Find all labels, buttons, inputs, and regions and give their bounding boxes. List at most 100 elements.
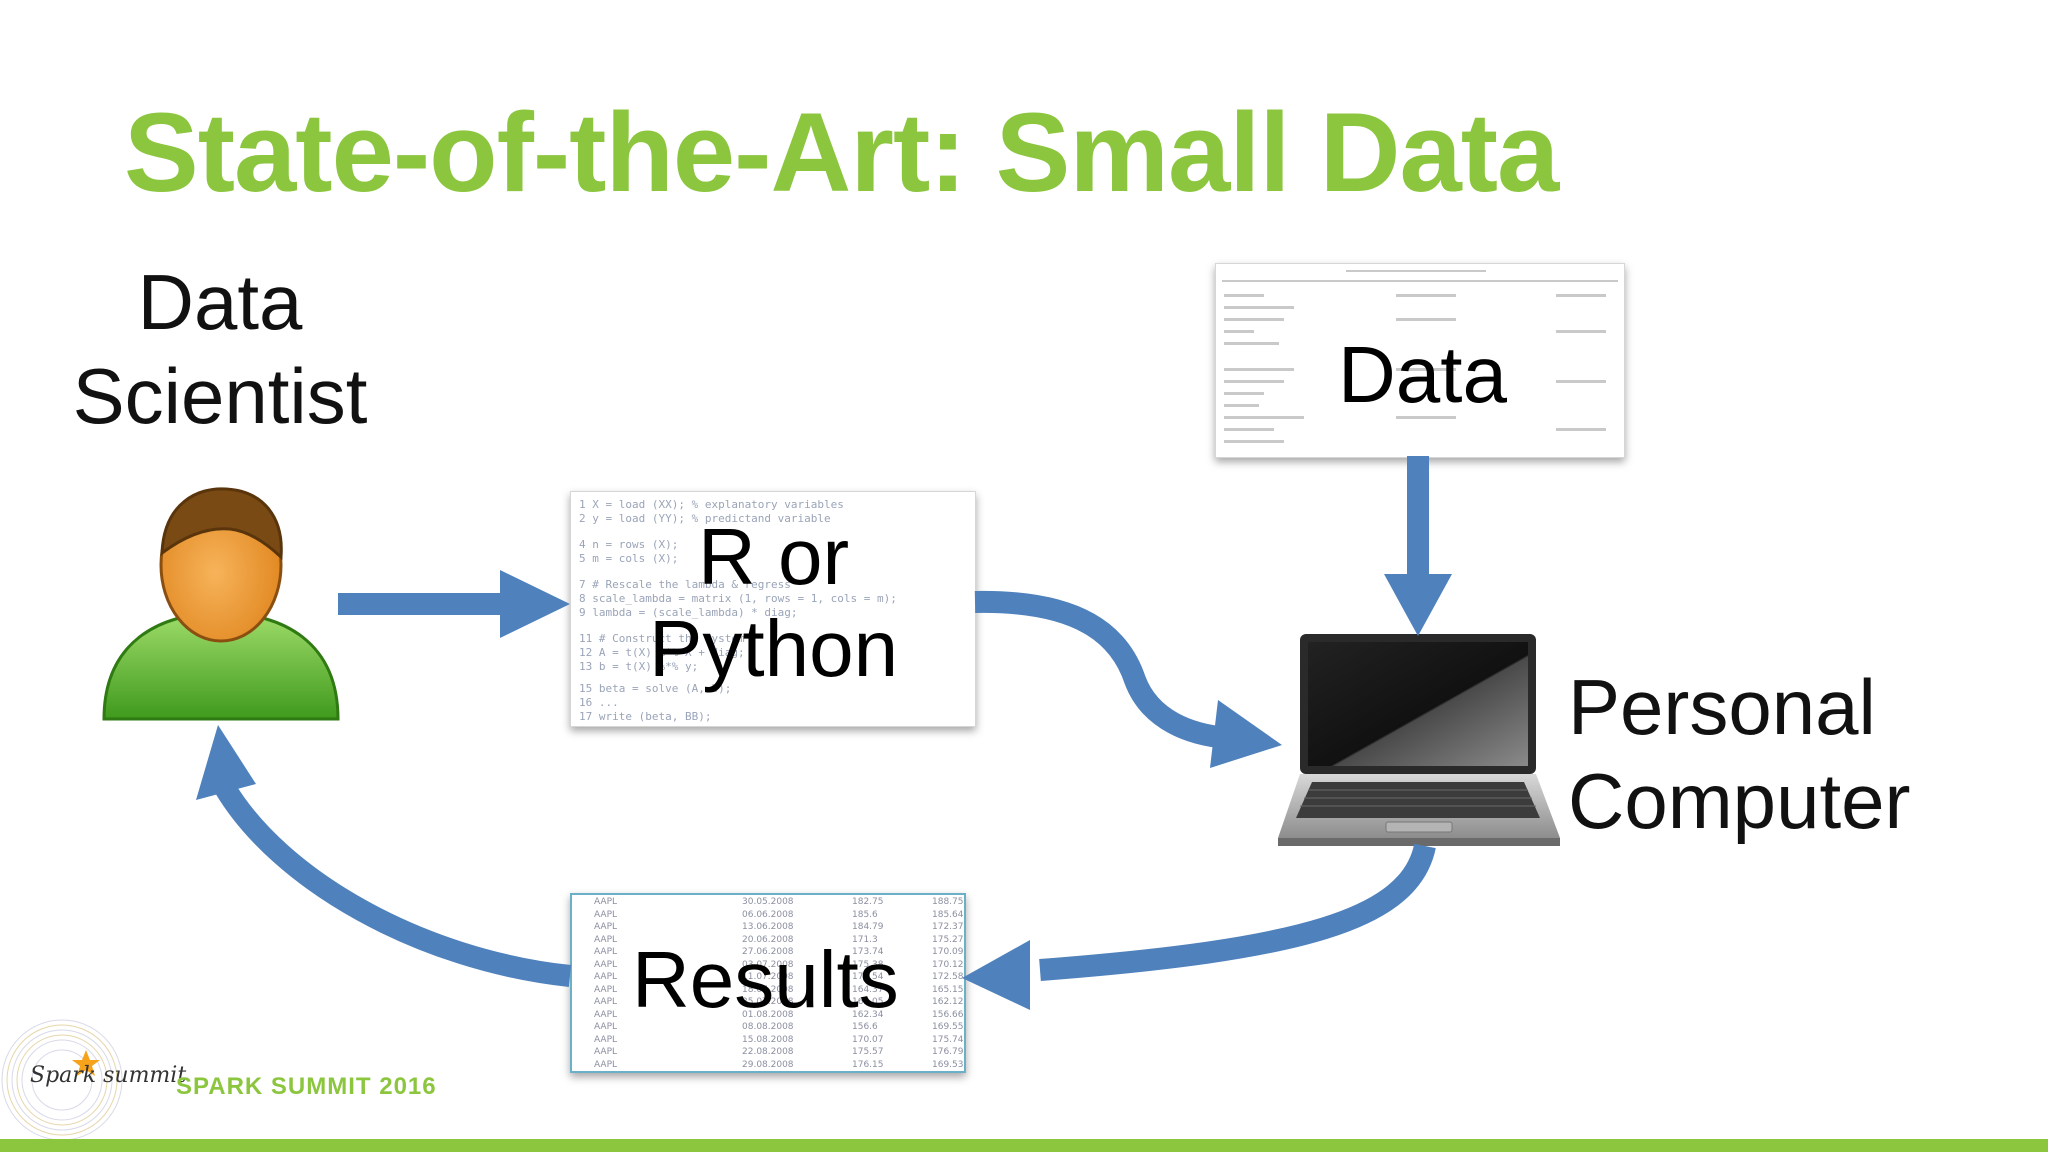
arrow-results-to-scientist-shaft [215, 782, 572, 987]
table-cell: 176.79 [932, 1047, 964, 1057]
table-cell: 165.15 [932, 984, 964, 995]
table-cell: 185.64 [932, 909, 964, 920]
table-cell: 22.08.2008 [742, 1047, 794, 1057]
table-cell: 171.3 [852, 934, 878, 945]
table-row: AAPL 15.08.2008 170.07 175.74 [582, 1034, 964, 1047]
table-cell: 169.53 [932, 1059, 964, 1070]
table-cell: 173.74 [852, 947, 884, 957]
spark-summit-logo [1, 1019, 123, 1141]
personal-computer-label-line1: Personal [1568, 663, 1876, 751]
table-cell: 164.37 [852, 984, 884, 995]
table-cell: 30.05.2008 [742, 897, 794, 907]
table-cell: 185.6 [852, 909, 878, 920]
person-icon [102, 487, 340, 721]
table-cell: AAPL [594, 984, 618, 995]
table-cell: 170.09 [932, 947, 964, 957]
slide-title: State-of-the-Art: Small Data [124, 90, 1559, 215]
table-row: AAPL 08.08.2008 156.6 169.55 [582, 1022, 964, 1034]
table-row: AAPL 13.06.2008 184.79 172.37 [582, 922, 964, 934]
table-cell: 176.15 [852, 1059, 884, 1070]
table-cell: AAPL [594, 997, 618, 1007]
table-cell: 08.08.2008 [742, 1022, 794, 1032]
table-cell: 162.05 [852, 997, 884, 1007]
table-cell: 06.06.2008 [742, 909, 794, 920]
table-row: AAPL 01.08.2008 162.34 156.66 [582, 1009, 964, 1022]
table-cell: AAPL [594, 922, 618, 932]
results-label: Results [632, 935, 899, 1024]
arrow-results-to-scientist-head [196, 725, 256, 800]
table-row: AAPL 27.06.2008 173.74 170.09 [582, 947, 964, 959]
code-label-line2: Python [649, 604, 899, 693]
table-cell: 03.07.2008 [742, 959, 794, 970]
table-row: AAPL 29.08.2008 176.15 169.53 [582, 1059, 964, 1072]
table-cell: 156.6 [852, 1022, 878, 1032]
table-cell: 18.07.2008 [742, 984, 794, 995]
personal-computer-label: Personal Computer [1568, 660, 1910, 848]
data-label: Data [1338, 330, 1507, 419]
table-row: AAPL 30.05.2008 182.75 188.75 [582, 897, 964, 909]
spark-star-icon [72, 1050, 100, 1076]
table-cell: AAPL [594, 959, 618, 970]
table-row: AAPL 25.07.2008 162.05 162.12 [582, 997, 964, 1009]
table-cell: 15.08.2008 [742, 1034, 794, 1045]
table-cell: AAPL [594, 934, 618, 945]
table-cell: 175.38 [852, 959, 884, 970]
laptop-icon [1278, 634, 1560, 846]
table-cell: 156.66 [932, 1009, 964, 1020]
table-cell: AAPL [594, 909, 618, 920]
table-row: AAPL 18.07.2008 164.37 165.15 [582, 984, 964, 997]
arrow-code-to-computer-shaft [974, 590, 1230, 749]
table-cell: 169.55 [932, 1022, 964, 1032]
table-cell: AAPL [594, 1034, 618, 1045]
table-cell: 175.57 [852, 1047, 884, 1057]
personal-computer-label-line2: Computer [1568, 757, 1911, 845]
code-panel: 1 X = load (XX); % explanatory variables… [570, 491, 976, 727]
data-scientist-label: Data Scientist [40, 255, 400, 443]
data-scientist-label-line2: Scientist [72, 352, 368, 440]
table-cell: AAPL [594, 972, 618, 982]
table-cell: 01.08.2008 [742, 1009, 794, 1020]
table-cell: 172.37 [932, 922, 964, 932]
table-cell: AAPL [594, 1059, 618, 1070]
table-cell: AAPL [594, 947, 618, 957]
table-cell: AAPL [594, 897, 618, 907]
arrow-computer-to-results-shaft [1039, 843, 1436, 981]
table-cell: AAPL [594, 1009, 618, 1020]
table-cell: 182.75 [852, 897, 884, 907]
table-cell: 175.74 [932, 1034, 964, 1045]
table-row: AAPL 20.06.2008 171.3 175.27 [582, 934, 964, 947]
table-row: AAPL 22.08.2008 175.57 176.79 [582, 1047, 964, 1059]
table-cell: 170.12 [932, 959, 964, 970]
table-cell: AAPL [594, 1022, 618, 1032]
footer-bar [0, 1139, 2048, 1152]
table-cell: 172.58 [932, 972, 964, 982]
arrow-scientist-to-code-head [500, 570, 570, 638]
table-cell: 172.54 [852, 972, 884, 982]
table-cell: 25.07.2008 [742, 997, 794, 1007]
table-row: AAPL 06.06.2008 185.6 185.64 [582, 909, 964, 922]
table-cell: 162.12 [932, 997, 964, 1007]
arrow-code-to-computer-head [1210, 700, 1282, 768]
table-row: AAPL 03.07.2008 175.38 170.12 [582, 959, 964, 972]
table-cell: 29.08.2008 [742, 1059, 794, 1070]
table-cell: 162.34 [852, 1009, 884, 1020]
data-panel: Data [1215, 263, 1625, 458]
table-cell: 184.79 [852, 922, 884, 932]
table-cell: 11.07.2008 [742, 972, 794, 982]
data-scientist-label-line1: Data [137, 258, 303, 346]
table-row: AAPL 11.07.2008 172.54 172.58 [582, 972, 964, 984]
arrow-computer-to-results-head [962, 940, 1030, 1010]
table-cell: AAPL [594, 1047, 618, 1057]
table-cell: 20.06.2008 [742, 934, 794, 945]
table-cell: 170.07 [852, 1034, 884, 1045]
table-cell: 188.75 [932, 897, 964, 907]
code-label-line1: R or [698, 512, 850, 601]
table-cell: 13.06.2008 [742, 922, 794, 932]
spark-summit-logo-text: Spark summit [30, 1063, 187, 1088]
footer-text: SPARK SUMMIT 2016 [176, 1073, 437, 1100]
table-cell: 27.06.2008 [742, 947, 794, 957]
table-cell: 175.27 [932, 934, 964, 945]
arrow-data-to-computer-head [1384, 574, 1452, 636]
